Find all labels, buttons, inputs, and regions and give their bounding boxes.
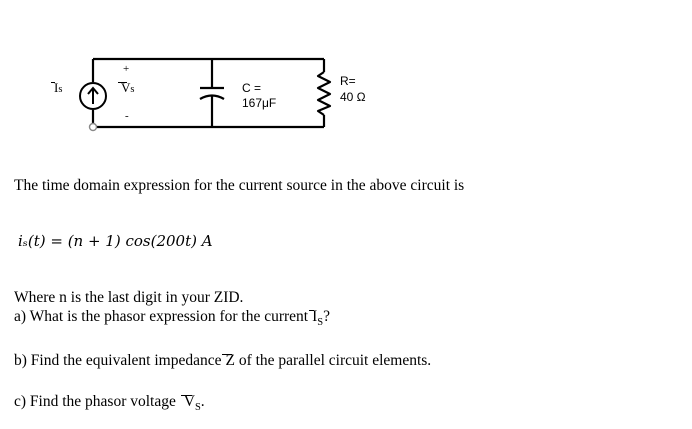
question-b-suffix: of the parallel circuit elements. <box>234 352 432 369</box>
current-source-label: Is <box>50 80 63 96</box>
voltage-symbol: V <box>117 80 131 95</box>
terminal-node <box>88 122 98 132</box>
capacitor-value: 167μF <box>242 96 277 110</box>
voltage-label: Vs <box>117 80 135 96</box>
where-line: Where n is the last digit in your ZID. <box>14 289 244 306</box>
minus-sign: - <box>125 110 129 122</box>
voltage-sub: s <box>130 84 135 95</box>
current-source-sub: s <box>58 84 63 95</box>
capacitor-icon <box>199 86 225 100</box>
question-a: a) What is the phasor expression for the… <box>14 308 330 328</box>
capacitor-label: C = <box>242 81 262 95</box>
question-a-suffix: ? <box>323 308 331 325</box>
current-source-symbol: I <box>50 80 59 95</box>
circuit-diagram <box>79 57 332 132</box>
question-a-prefix: a) What is the phasor expression for the… <box>14 308 309 325</box>
question-b-symbol: Z <box>222 352 235 369</box>
question-c: c) Find the phasor voltage VS. <box>14 393 205 413</box>
question-c-symbol: V <box>180 393 195 410</box>
question-b-prefix: b) Find the equivalent impedance <box>14 352 222 369</box>
question-c-sub: S <box>194 402 201 414</box>
question-c-suffix: . <box>200 393 205 410</box>
resistor-value: 40 Ω <box>340 90 366 104</box>
question-a-sub: S <box>317 317 324 329</box>
intro-text: The time domain expression for the curre… <box>14 177 465 194</box>
plus-sign: + <box>123 63 130 75</box>
arrow-up-icon <box>87 86 99 104</box>
resistor-label: R= <box>340 74 356 88</box>
resistor-icon <box>316 71 332 116</box>
question-a-symbol: I <box>309 308 318 325</box>
question-c-prefix: c) Find the phasor voltage <box>14 393 180 410</box>
equation: iₛ(t) = (n + 1) cos(200t) A <box>18 232 213 250</box>
